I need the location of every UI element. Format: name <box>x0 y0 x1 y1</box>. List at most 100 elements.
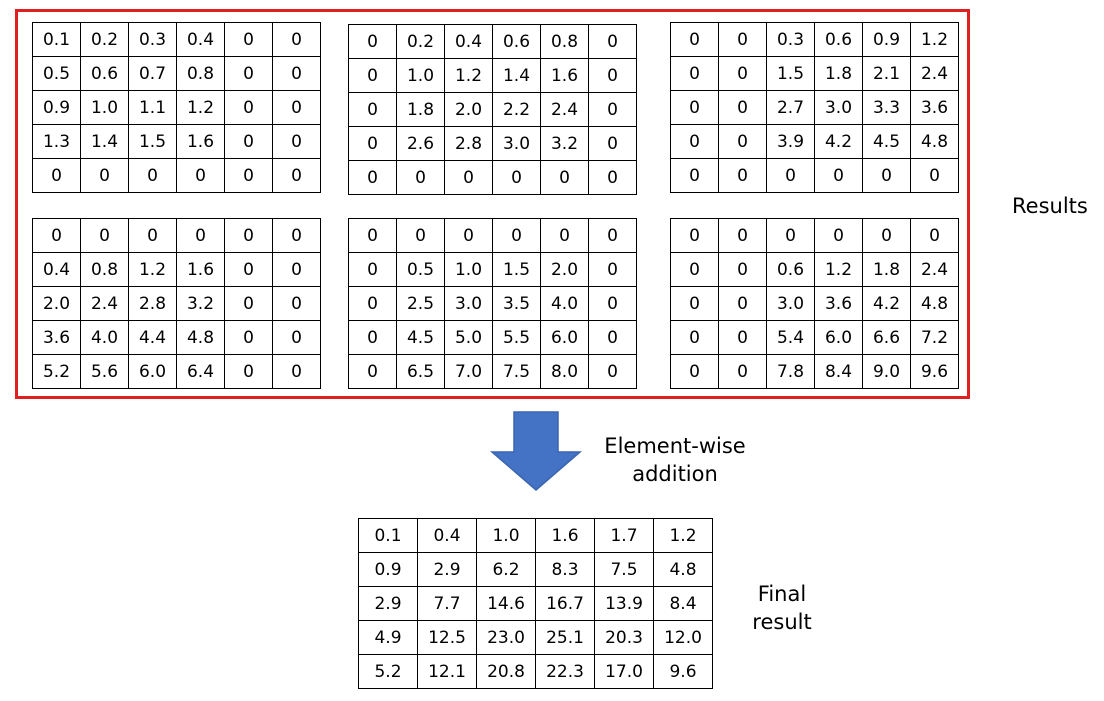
matrix-cell: 1.2 <box>814 252 863 287</box>
matrix-cell: 3.0 <box>766 286 815 321</box>
matrix-cell: 0 <box>670 320 719 355</box>
matrix-cell: 5.2 <box>32 354 81 389</box>
matrix-cell: 0 <box>540 218 589 253</box>
matrix-cell: 5.2 <box>358 654 418 689</box>
matrix-cell: 3.6 <box>32 320 81 355</box>
matrix-cell: 8.3 <box>535 552 595 587</box>
matrix-cell: 6.0 <box>128 354 177 389</box>
matrix-cell: 0.6 <box>492 24 541 59</box>
matrix-cell: 6.6 <box>862 320 911 355</box>
matrix-cell: 0.1 <box>358 518 418 553</box>
matrix-cell: 0 <box>348 160 397 195</box>
matrix-cell: 0 <box>224 252 273 287</box>
matrix-cell: 2.1 <box>862 56 911 91</box>
matrix-cell: 0.9 <box>32 90 81 125</box>
matrix-cell: 0 <box>670 124 719 159</box>
matrix-cell: 0 <box>32 158 81 193</box>
matrix-cell: 0.4 <box>444 24 493 59</box>
matrix-cell: 3.0 <box>444 286 493 321</box>
matrix-cell: 0 <box>718 124 767 159</box>
matrix-cell: 0 <box>176 218 225 253</box>
matrix-cell: 4.2 <box>814 124 863 159</box>
matrix-cell: 0 <box>224 124 273 159</box>
matrix-cell: 0.7 <box>128 56 177 91</box>
matrix-cell: 4.4 <box>128 320 177 355</box>
matrix-cell: 0 <box>272 286 321 321</box>
matrix-cell: 1.3 <box>32 124 81 159</box>
matrix-cell: 0.4 <box>176 22 225 57</box>
matrix-cell: 0 <box>224 90 273 125</box>
matrix-cell: 1.8 <box>862 252 911 287</box>
matrix-cell: 0 <box>588 354 637 389</box>
matrix-cell: 1.0 <box>444 252 493 287</box>
matrix-cell: 0.8 <box>176 56 225 91</box>
matrix-cell: 0.4 <box>32 252 81 287</box>
matrix-cell: 0 <box>348 320 397 355</box>
matrix-cell: 0 <box>272 22 321 57</box>
matrix-cell: 0 <box>718 286 767 321</box>
matrix-cell: 0.6 <box>80 56 129 91</box>
matrix-cell: 0 <box>444 218 493 253</box>
matrix-cell: 9.6 <box>910 354 959 389</box>
matrix-cell: 0.6 <box>766 252 815 287</box>
matrix-cell: 5.0 <box>444 320 493 355</box>
matrix-cell: 0.5 <box>396 252 445 287</box>
matrix-cell: 8.4 <box>653 586 713 621</box>
matrix-cell: 0.2 <box>396 24 445 59</box>
matrix-cell: 1.4 <box>492 58 541 93</box>
matrix-cell: 2.9 <box>358 586 418 621</box>
matrix-cell: 0 <box>718 56 767 91</box>
matrix-cell: 4.5 <box>396 320 445 355</box>
matrix-cell: 0 <box>348 286 397 321</box>
matrix-cell: 1.6 <box>540 58 589 93</box>
matrix-cell: 6.2 <box>476 552 536 587</box>
matrix-cell: 1.1 <box>128 90 177 125</box>
matrix-cell: 1.8 <box>396 92 445 127</box>
matrix-cell: 1.4 <box>80 124 129 159</box>
matrix-cell: 22.3 <box>535 654 595 689</box>
final-result-label: Final result <box>742 580 822 636</box>
matrix-cell: 1.6 <box>176 252 225 287</box>
matrix-cell: 0 <box>670 22 719 57</box>
matrix-cell: 0 <box>588 126 637 161</box>
matrix-cell: 2.8 <box>444 126 493 161</box>
matrix-cell: 0 <box>718 22 767 57</box>
matrix-cell: 7.0 <box>444 354 493 389</box>
matrix-cell: 0 <box>814 158 863 193</box>
matrix-cell: 4.9 <box>358 620 418 655</box>
matrix-cell: 7.8 <box>766 354 815 389</box>
matrix-cell: 3.2 <box>540 126 589 161</box>
matrix-cell: 14.6 <box>476 586 536 621</box>
matrix-cell: 0 <box>128 218 177 253</box>
matrix-cell: 5.4 <box>766 320 815 355</box>
matrix-cell: 2.4 <box>910 56 959 91</box>
matrix-cell: 0 <box>718 354 767 389</box>
matrix-cell: 0 <box>348 252 397 287</box>
matrix-cell: 0 <box>492 218 541 253</box>
matrix-cell: 0 <box>80 158 129 193</box>
matrix-cell: 2.4 <box>910 252 959 287</box>
matrix-cell: 0 <box>910 218 959 253</box>
matrix-cell: 0 <box>272 218 321 253</box>
matrix-cell: 5.5 <box>492 320 541 355</box>
matrix-cell: 3.9 <box>766 124 815 159</box>
matrix-cell: 0 <box>814 218 863 253</box>
matrix-cell: 0 <box>588 286 637 321</box>
matrix-cell: 0 <box>32 218 81 253</box>
matrix-cell: 1.7 <box>594 518 654 553</box>
